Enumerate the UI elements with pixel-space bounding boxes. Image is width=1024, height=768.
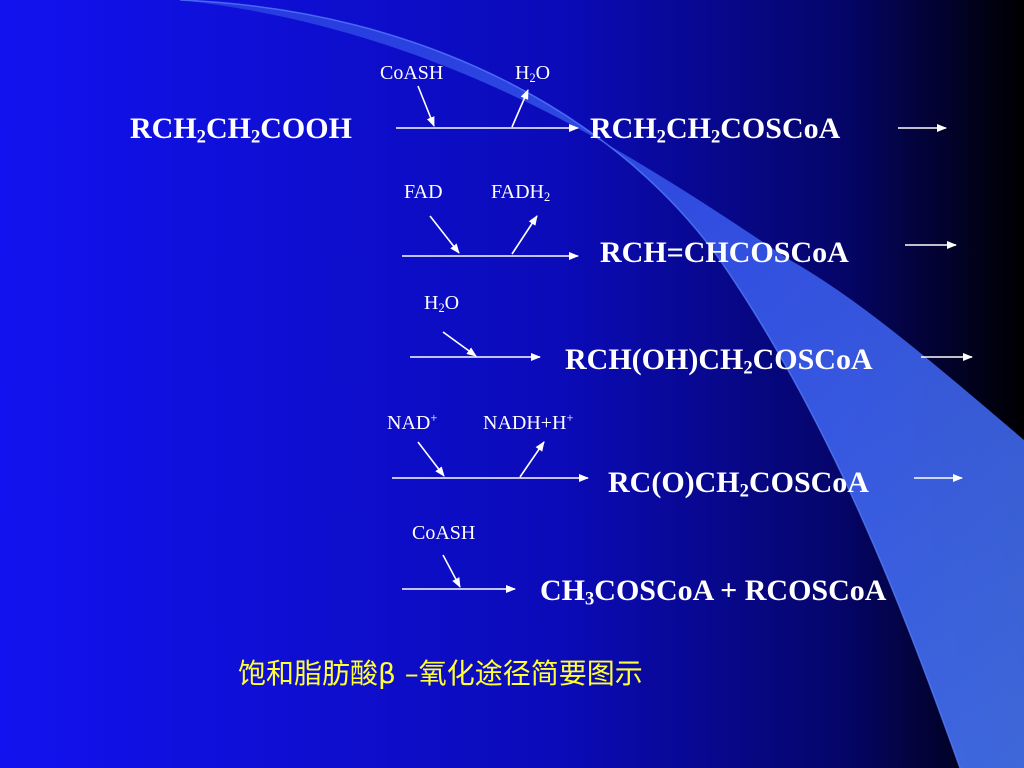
cofactor-water-out: H2O xyxy=(515,62,551,86)
step1-cofactor-in-arrow xyxy=(417,85,435,127)
compound-hydroxyacyl-coa: RCH(OH)CH2COSCoA xyxy=(565,343,873,379)
cofactor-nadh: NADH+H+ xyxy=(483,411,574,434)
step3-cofactor-in-arrow xyxy=(442,331,477,357)
cofactor-coash-2: CoASH xyxy=(412,522,476,544)
cofactor-water-in: H2O xyxy=(424,292,460,316)
step5-cofactor-in-arrow xyxy=(442,554,461,588)
cofactor-fadh2: FADH2 xyxy=(491,181,551,205)
decorative-swoosh-edge xyxy=(179,0,961,768)
cofactor-nad: NAD+ xyxy=(387,411,438,434)
step4-cofactor-out-arrow xyxy=(519,441,545,478)
compound-enoyl-coa: RCH=CHCOSCoA xyxy=(600,236,849,269)
compound-ketoacyl-coa: RC(O)CH2COSCoA xyxy=(608,466,869,502)
step1-cofactor-out-arrow xyxy=(511,89,529,128)
slide-caption: 饱和脂肪酸β –氧化途径简要图示 xyxy=(238,657,643,690)
compound-products: CH3COSCoA + RCOSCoA xyxy=(540,574,887,610)
step2-cofactor-out-arrow xyxy=(511,215,538,255)
cofactor-fad: FAD xyxy=(404,181,443,203)
compound-fatty-acid: RCH2CH2COOH xyxy=(130,112,352,148)
step4-cofactor-in-arrow xyxy=(417,441,445,477)
cofactor-coash-1: CoASH xyxy=(380,62,444,84)
step2-cofactor-in-arrow xyxy=(429,215,460,254)
compound-acyl-coa: RCH2CH2COSCoA xyxy=(590,112,841,148)
decorative-swoosh xyxy=(180,0,1024,768)
